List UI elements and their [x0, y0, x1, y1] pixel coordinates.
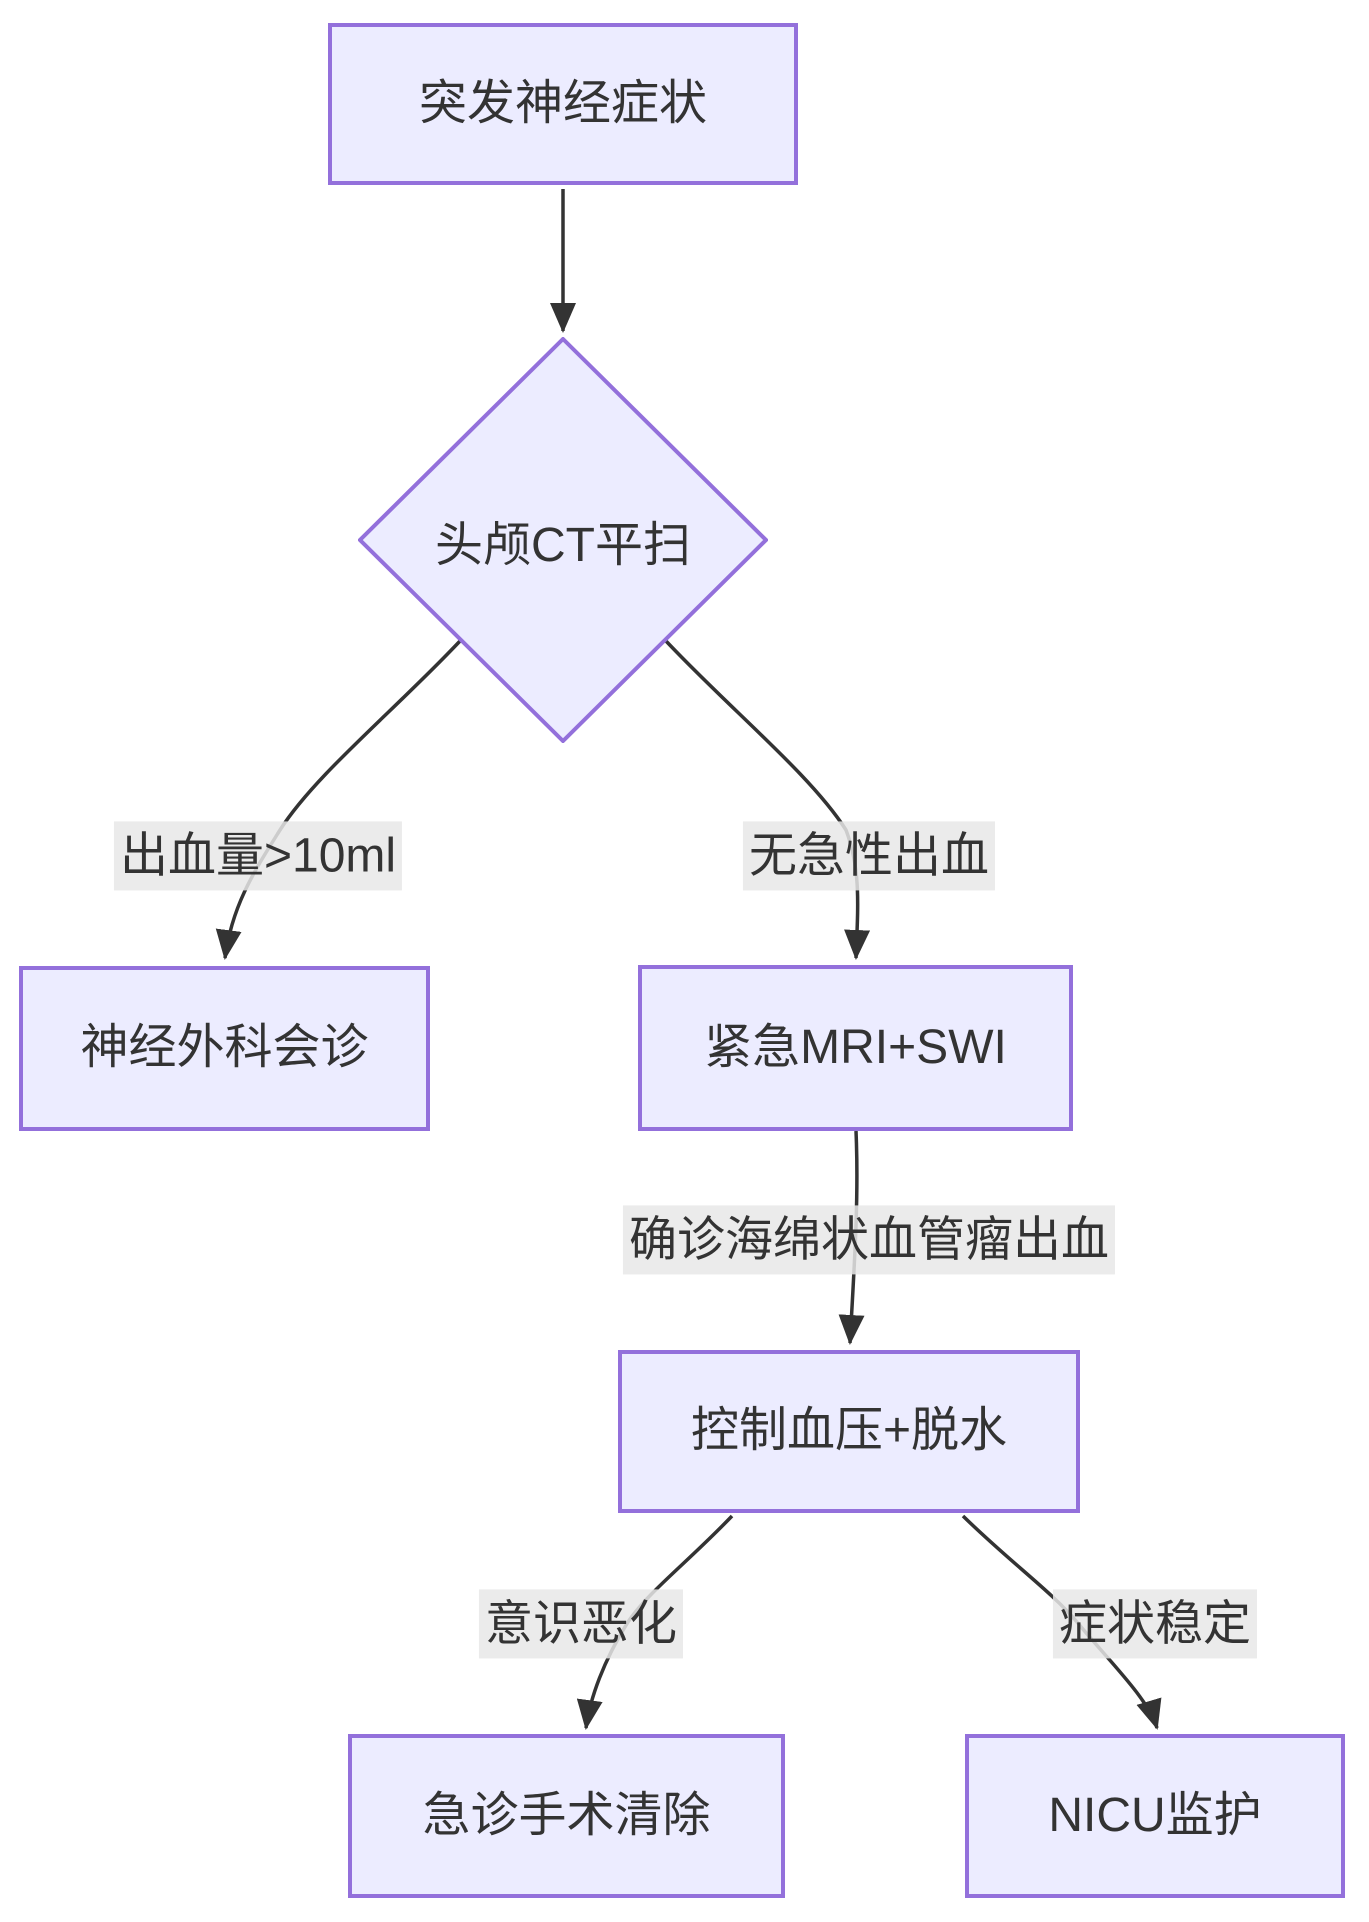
- node-bp-control-dehydration-label: 控制血压+脱水: [690, 1404, 1008, 1458]
- node-neurosurgery-consult-label: 神经外科会诊: [80, 1021, 369, 1075]
- node-urgent-mri-swi-label: 紧急MRI+SWI: [704, 1020, 1007, 1074]
- edge-ct-to-mri: [664, 639, 871, 960]
- node-nicu-monitoring-label: NICU监护: [1048, 1788, 1262, 1842]
- node-sudden-neuro-symptoms-label: 突发神经症状: [418, 76, 707, 130]
- node-head-ct-decision: 头颅CT平扫: [358, 337, 768, 743]
- node-sudden-neuro-symptoms: 突发神经症状: [328, 23, 798, 185]
- edge-label-no-acute-bleed: 无急性出血: [742, 821, 996, 891]
- node-urgent-mri-swi: 紧急MRI+SWI: [638, 965, 1073, 1131]
- node-head-ct-decision-label: 头颅CT平扫: [435, 519, 691, 572]
- node-emergency-surgery: 急诊手术清除: [348, 1734, 785, 1898]
- edge-label-cavernoma-confirmed: 确诊海绵状血管瘤出血: [622, 1205, 1116, 1275]
- node-bp-control-dehydration: 控制血压+脱水: [618, 1350, 1080, 1513]
- edge-ct-to-neurosurgery: [215, 639, 462, 960]
- edge-label-consciousness-worsens: 意识恶化: [478, 1589, 684, 1659]
- decision-diamond-shape: [358, 337, 768, 743]
- edge-label-symptoms-stable: 症状稳定: [1052, 1589, 1258, 1659]
- node-emergency-surgery-label: 急诊手术清除: [422, 1788, 711, 1842]
- edge-label-bleed-over-10ml: 出血量>10ml: [113, 821, 403, 891]
- node-nicu-monitoring: NICU监护: [965, 1734, 1345, 1898]
- node-neurosurgery-consult: 神经外科会诊: [19, 966, 430, 1131]
